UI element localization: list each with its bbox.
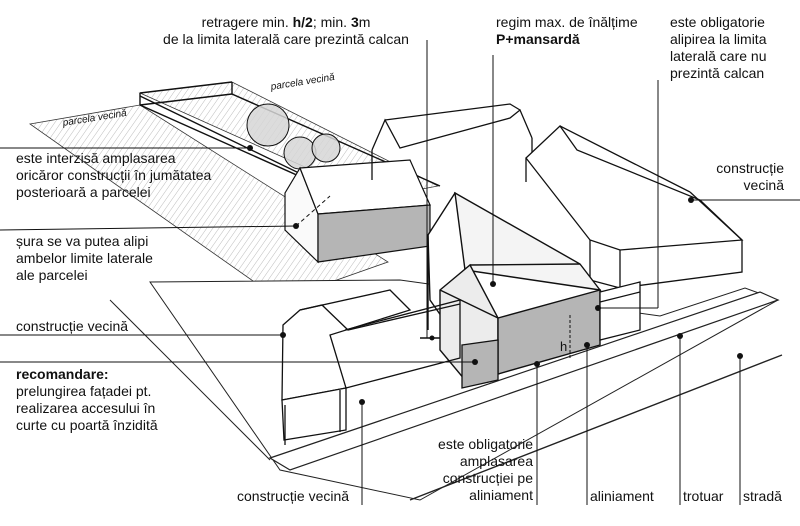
label-obligatorie-amplasarea: este obligatorie amplasarea construcției…	[438, 436, 533, 503]
neighbour-parcel-left	[28, 104, 389, 301]
label-sura: șura se va putea alipi ambelor limite la…	[16, 233, 153, 283]
label-trotuar: trotuar	[683, 488, 724, 504]
label-obligatorie-alipirea: este obligatorie alipirea la limita late…	[670, 14, 767, 81]
label-constructie-vecina-right: construcție vecină	[716, 160, 784, 193]
main-house	[427, 191, 602, 381]
barn-building	[284, 159, 431, 264]
label-bottom-constructie-vecina: construcție vecină	[237, 488, 350, 504]
sidewalk-strip	[268, 291, 783, 501]
label-height-h: h	[560, 339, 568, 354]
label-interzisa-amplasarea: este interzisă amplasarea oricăror const…	[16, 150, 212, 200]
leader-dots	[247, 145, 743, 405]
label-regim-inaltime: regim max. de înălțime P+mansardă	[496, 14, 638, 47]
label-strada: stradă	[743, 488, 782, 504]
front-gate-wall	[461, 281, 641, 389]
tree-circles	[246, 103, 341, 170]
neighbour-building-front	[281, 289, 461, 445]
label-aliniament: aliniament	[590, 488, 654, 504]
leader-lines	[0, 40, 800, 505]
label-constructie-vecina-left: construcție vecină	[16, 318, 129, 334]
neighbour-building-right	[525, 125, 744, 289]
label-retragere: retragere min. h/2; min. 3m de la limita…	[163, 14, 409, 47]
label-recomandare: recomandare: prelungirea fațadei pt. rea…	[16, 366, 158, 433]
